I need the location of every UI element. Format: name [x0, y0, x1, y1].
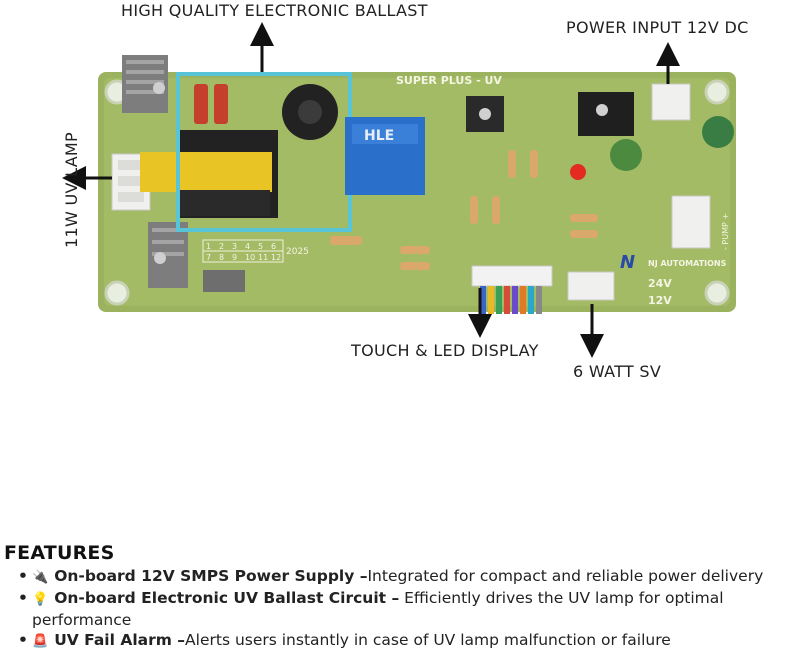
board-year: 2025: [286, 247, 309, 257]
callout-uv-lamp: 11W UV LAMP: [62, 132, 81, 248]
transformer: [140, 130, 278, 218]
grid-number: 4: [245, 242, 250, 251]
grid-number: 2: [219, 242, 224, 251]
feature-text: Efficiently drives the UV lamp for optim…: [32, 589, 724, 629]
grid-number: 7: [206, 253, 211, 262]
pump-connector: [671, 195, 711, 249]
heatsink-bottom: [148, 222, 188, 288]
heatsink-top: [122, 55, 168, 113]
callout-ballast: HIGH QUALITY ELECTRONIC BALLAST: [121, 1, 428, 20]
feature-item: 🔌 On-board 12V SMPS Power Supply –Integra…: [18, 566, 800, 588]
relay: HLE: [345, 117, 425, 195]
resistors: [330, 150, 598, 270]
capacitor: [194, 84, 208, 124]
alarm-light-icon: 🚨: [32, 634, 49, 649]
grid-number: 5: [258, 242, 263, 251]
voltage-regulator: [578, 92, 634, 136]
ribbon-cable: [471, 265, 553, 314]
logo-text: NJ AUTOMATIONS: [648, 259, 727, 268]
grid-number: 12: [271, 253, 281, 262]
voltage-regulator: [466, 96, 504, 132]
label-12v: 12V: [648, 294, 672, 307]
board-brand: SUPER PLUS - UV: [396, 74, 502, 87]
callout-touch-display: TOUCH & LED DISPLAY: [351, 341, 539, 360]
grid-number: 11: [258, 253, 268, 262]
relay-label: HLE: [364, 128, 394, 144]
grid-number: 3: [232, 242, 237, 251]
sv-connector: [567, 271, 615, 301]
power-connector: [651, 83, 691, 121]
feature-text: Integrated for compact and reliable powe…: [367, 567, 764, 585]
pump-label: - PUMP +: [721, 213, 730, 250]
capacitor: [214, 84, 228, 124]
logo-mark: N: [620, 252, 635, 273]
status-led: [570, 164, 586, 180]
grid-number: 9: [232, 253, 237, 262]
features-section: FEATURES 🔌 On-board 12V SMPS Power Supply…: [4, 542, 800, 652]
feature-title: On-board 12V SMPS Power Supply –: [54, 567, 368, 585]
callout-power-input: POWER INPUT 12V DC: [566, 18, 749, 37]
grid-number: 1: [206, 242, 211, 251]
light-bulb-icon: 💡: [32, 592, 49, 607]
fuse: [203, 270, 245, 292]
feature-title: UV Fail Alarm –: [54, 631, 186, 649]
features-list: 🔌 On-board 12V SMPS Power Supply –Integra…: [4, 566, 800, 652]
grid-number: 6: [271, 242, 276, 251]
features-heading: FEATURES: [4, 542, 115, 564]
feature-item: 🚨 UV Fail Alarm –Alerts users instantly i…: [18, 630, 800, 652]
label-24v: 24V: [648, 277, 672, 290]
product-image: HLE SUPER PLUS - UV: [62, 22, 736, 358]
grid-number: 8: [219, 253, 224, 262]
plug-icon: 🔌: [32, 570, 49, 585]
feature-text: Alerts users instantly in case of UV lam…: [185, 631, 671, 649]
grid-number: 10: [245, 253, 255, 262]
feature-title: On-board Electronic UV Ballast Circuit –: [54, 589, 400, 607]
capacitor: [702, 116, 734, 148]
callout-sv: 6 WATT SV: [573, 362, 662, 381]
feature-item: 💡 On-board Electronic UV Ballast Circuit …: [18, 588, 800, 630]
capacitor: [610, 139, 642, 171]
